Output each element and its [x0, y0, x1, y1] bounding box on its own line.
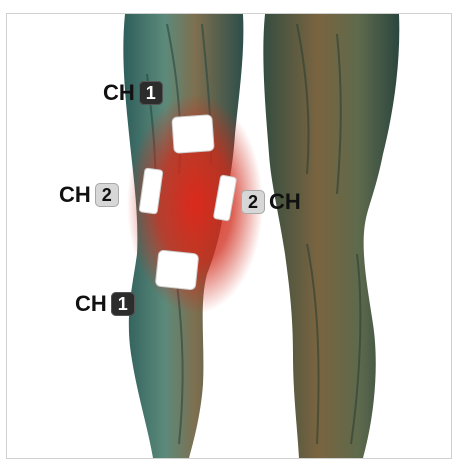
channel-prefix: CH [269, 189, 301, 215]
right-leg [263, 14, 399, 458]
electrode-pad-top [172, 115, 214, 154]
channel-label-mid-left: CH 2 [59, 182, 119, 208]
channel-prefix: CH [75, 291, 107, 317]
channel-2-badge: 2 [95, 183, 119, 207]
channel-1-badge: 1 [139, 81, 163, 105]
channel-prefix: CH [59, 182, 91, 208]
legs-illustration [7, 14, 451, 458]
channel-label-mid-right: 2 CH [241, 189, 301, 215]
channel-1-badge: 1 [111, 292, 135, 316]
channel-prefix: CH [103, 80, 135, 106]
illustration-frame: CH 1 CH 2 2 CH CH 1 [6, 13, 452, 459]
electrode-pad-bottom [155, 250, 199, 290]
channel-label-bottom-left: CH 1 [75, 291, 135, 317]
channel-label-top-left: CH 1 [103, 80, 163, 106]
channel-2-badge: 2 [241, 190, 265, 214]
